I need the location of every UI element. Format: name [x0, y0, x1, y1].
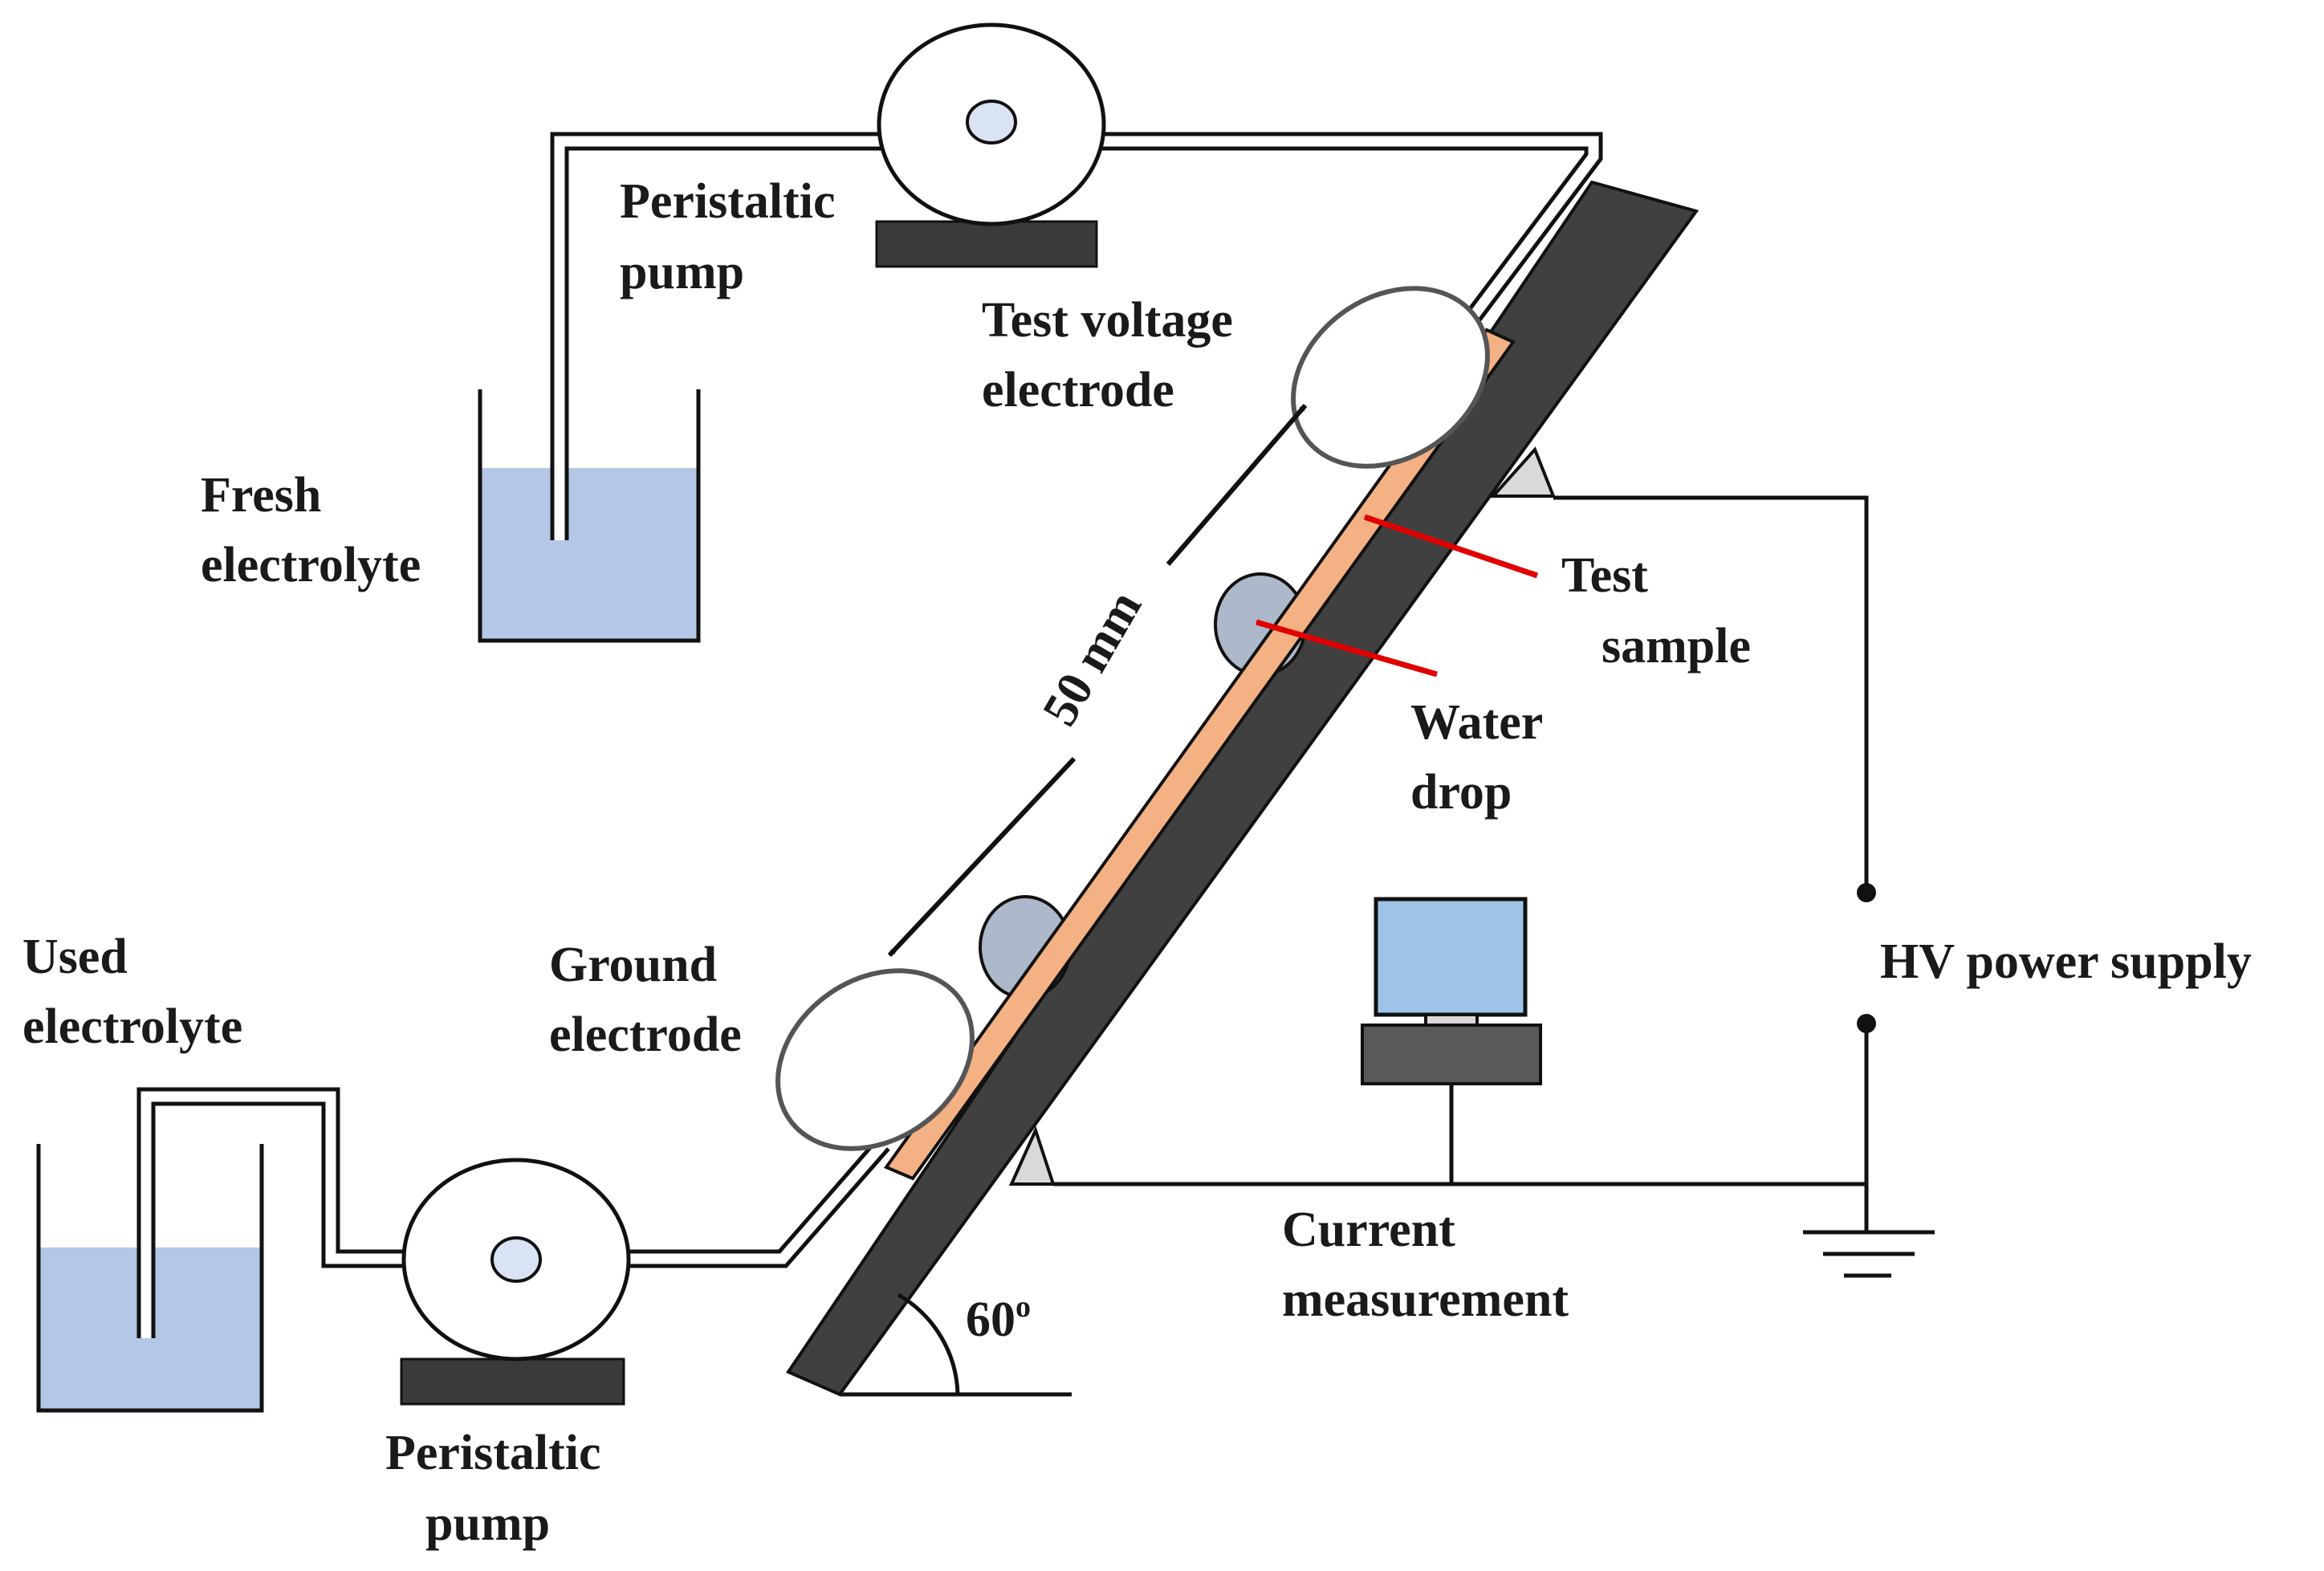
angle-arc	[897, 1292, 960, 1395]
wiring	[1053, 495, 1876, 1232]
water-drop-pointer	[1256, 619, 1438, 678]
tubing	[136, 132, 1603, 1338]
test-voltage-electrode	[1291, 286, 1490, 469]
upper-support-triangle	[1489, 446, 1556, 498]
angle-label: 60o	[966, 1290, 1031, 1347]
hv-power-supply-label: HV power supply	[1880, 934, 2252, 989]
hv-terminal-bottom	[1857, 1014, 1876, 1033]
distance-label: 50 mm	[1032, 582, 1152, 735]
test-sample-pointer	[1363, 514, 1539, 579]
bottom-pump-rotor	[490, 1236, 542, 1283]
distance-arrow-up	[1166, 404, 1308, 566]
fresh-electrolyte-beaker	[478, 389, 701, 643]
distance-arrow-down	[887, 756, 1077, 958]
top-peristaltic-pump	[875, 22, 1106, 268]
computer-icon	[1361, 897, 1542, 1085]
fresh-electrolyte-liquid	[480, 468, 698, 641]
top-pump-rotor	[966, 100, 1017, 144]
bottom-pump-base	[400, 1357, 625, 1406]
computer-base	[1361, 1024, 1542, 1085]
lower-support-triangle	[1008, 1125, 1056, 1186]
monitor-screen	[1374, 897, 1528, 1017]
inclined-plate	[785, 180, 1699, 1397]
hv-terminal-top	[1857, 883, 1876, 902]
bottom-peristaltic-pump	[400, 1158, 631, 1406]
test-sample-strip	[883, 328, 1516, 1181]
top-pump-base	[875, 220, 1098, 268]
ground-electrode	[775, 968, 975, 1151]
ground-symbol	[1803, 1230, 1935, 1278]
